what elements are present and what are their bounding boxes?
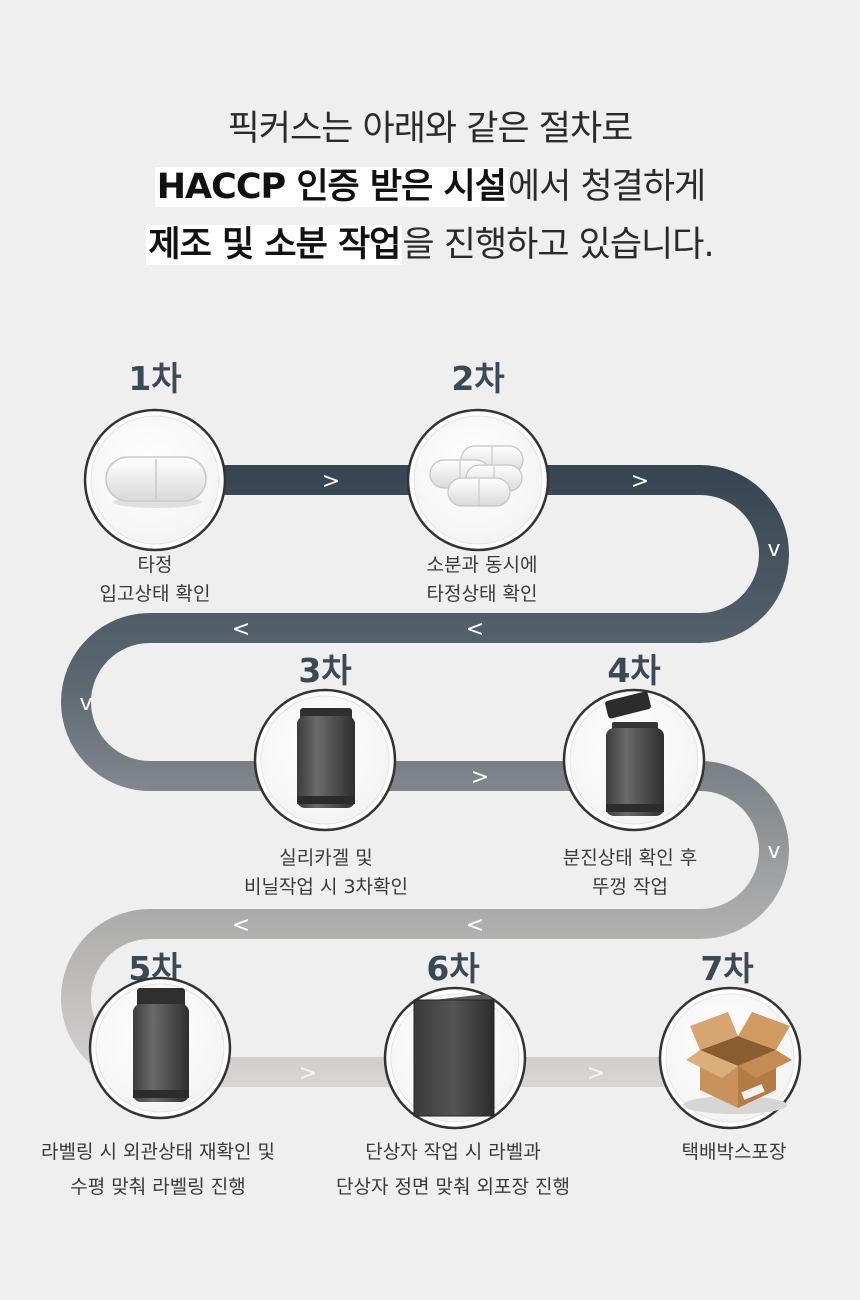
step-2-node [406,408,550,552]
shipping-box-icon [683,1012,792,1114]
step-7-node [658,986,802,1130]
caption-line: 뚜껑 작업 [592,876,668,898]
arrow-down: v [767,537,780,562]
arrow-left: < [466,617,484,642]
bottle-icon [297,708,355,808]
step-3-caption: 실리카겔 및 비닐작업 시 3차확인 [244,847,408,898]
pills-icon [429,445,524,507]
step-4-node [562,688,706,832]
step-1-title: 1차 [128,359,182,398]
step-5-caption: 라벨링 시 외관상태 재확인 및 수평 맞춰 라벨링 진행 [41,1141,275,1198]
step-2-title: 2차 [451,359,505,398]
arrow-right: > [299,1061,317,1086]
headline-line-3-rest: 을 진행하고 있습니다. [402,225,714,265]
caption-line: 입고상태 확인 [100,583,211,605]
caption-line: 타정상태 확인 [427,583,538,605]
step-1-node [83,408,227,552]
arrow-right: > [631,469,649,494]
arrow-right: > [587,1061,605,1086]
step-2-caption: 소분과 동시에 타정상태 확인 [427,554,538,605]
bottle-icon [133,988,189,1102]
caption-line: 소분과 동시에 [427,554,538,576]
arrow-left: < [232,913,250,938]
caption-line: 비닐작업 시 3차확인 [244,876,408,898]
arrow-down: v [767,839,780,864]
process-path [61,465,789,1087]
step-4-caption: 분진상태 확인 후 뚜껑 작업 [563,847,697,898]
caption-line: 타정 [138,554,173,576]
step-3-node [253,688,397,832]
step-6-caption: 단상자 작업 시 라벨과 단상자 정면 맞춰 외포장 진행 [336,1141,570,1198]
caption-line: 수평 맞춰 라벨링 진행 [70,1176,245,1198]
box-icon [413,994,496,1117]
arrow-right: > [471,765,489,790]
headline-line-2-rest: 에서 청결하게 [507,167,706,207]
headline-line-3: 제조 및 소분 작업을 진행하고 있습니다. [0,216,860,274]
caption-line: 단상자 작업 시 라벨과 [365,1141,540,1163]
headline-line-2: HACCP 인증 받은 시설에서 청결하게 [0,158,860,216]
caption-line: 분진상태 확인 후 [563,847,697,869]
headline-line-3-bold: 제조 및 소분 작업 [146,225,403,265]
caption-line: 라벨링 시 외관상태 재확인 및 [41,1141,275,1163]
caption-line: 단상자 정면 맞춰 외포장 진행 [336,1176,570,1198]
bottle-lid-icon [605,691,664,816]
step-6-node [383,986,527,1130]
step-6-title: 6차 [426,949,480,988]
step-7-title: 7차 [700,949,754,988]
headline-line-1: 픽커스는 아래와 같은 절차로 [227,109,634,149]
caption-line: 실리카겔 및 [279,847,372,869]
arrow-right: > [322,469,340,494]
pill-icon [105,456,207,508]
step-7-caption: 택배박스포장 [682,1141,787,1163]
step-5-node [88,976,232,1120]
arrow-down: v [79,691,92,716]
step-1-caption: 타정 입고상태 확인 [100,554,211,605]
step-3-title: 3차 [298,651,352,690]
caption-line: 택배박스포장 [682,1141,787,1163]
headline-line-2-bold: HACCP 인증 받은 시설 [154,167,508,207]
headline: 픽커스는 아래와 같은 절차로 HACCP 인증 받은 시설에서 청결하게 제조… [0,100,860,274]
arrow-left: < [232,617,250,642]
step-4-title: 4차 [607,651,661,690]
arrow-left: < [466,913,484,938]
